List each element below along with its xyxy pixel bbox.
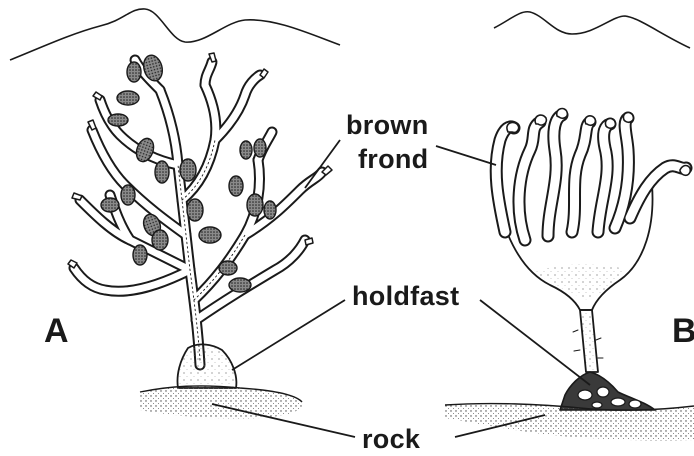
panel-letter-b: B [672,314,694,348]
leader-frond-b [436,146,496,165]
seaweed-b-stalk [580,310,598,372]
label-frond: frond [358,146,428,173]
label-brown: brown [346,112,429,139]
label-rock: rock [362,426,420,453]
panel-letter-a: A [44,314,69,348]
label-holdfast: holdfast [352,283,459,310]
holdfast-a [177,344,236,388]
leader-holdfast-b [480,300,590,385]
rock-a [140,386,302,419]
leader-frond-a [305,140,340,188]
leader-holdfast-a [232,300,345,370]
seaweed-b [495,109,690,410]
holdfast-b [560,372,655,410]
water-surface-a [10,9,340,60]
seaweed-a [68,53,332,388]
rock-b [445,404,694,441]
water-surface-b [494,12,690,48]
